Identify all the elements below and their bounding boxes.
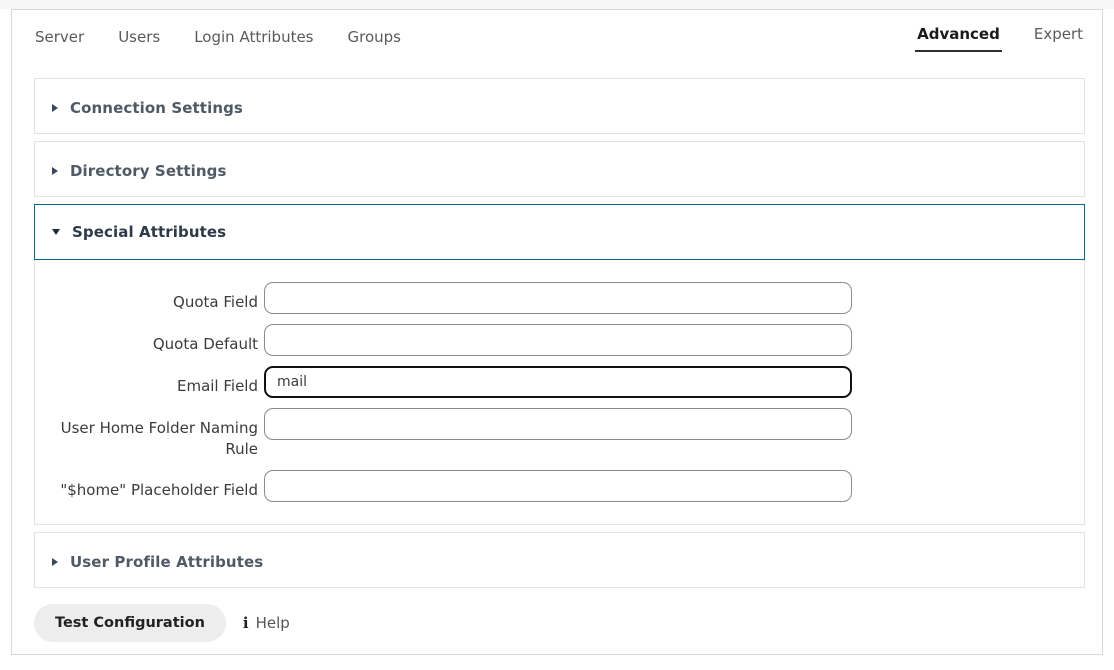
info-icon: i [242,613,249,632]
tab-server[interactable]: Server [35,27,85,46]
section-user-profile-attributes[interactable]: User Profile Attributes [34,532,1085,588]
settings-footer: Test Configuration i Help [34,604,290,642]
section-directory-settings-header[interactable]: Directory Settings [35,142,1084,198]
section-special-attributes-header[interactable]: Special Attributes [35,205,1084,259]
form-row-quota-default: Quota Default [35,324,1084,356]
input-home-placeholder-field[interactable] [264,470,852,502]
label-email-field: Email Field [176,377,258,395]
section-user-profile-attributes-title: User Profile Attributes [70,553,264,571]
input-user-home-folder-naming-rule[interactable] [264,408,852,440]
section-special-attributes[interactable]: Special Attributes [34,204,1085,260]
section-directory-settings[interactable]: Directory Settings [34,141,1085,197]
tab-login-attributes[interactable]: Login Attributes [194,27,314,46]
tab-bar: Server Users Login Attributes Groups Adv… [12,10,1102,63]
chevron-right-icon [52,558,58,566]
mode-tabs: Advanced Expert [885,22,1085,52]
tab-advanced[interactable]: Advanced [915,22,1002,52]
label-user-home-folder-naming-rule: User Home Folder Naming Rule [60,419,258,458]
tab-expert[interactable]: Expert [1033,24,1083,43]
chevron-right-icon [52,167,58,175]
top-strip [0,0,1114,9]
section-connection-settings-title: Connection Settings [70,99,243,117]
label-quota-field: Quota Field [173,293,258,311]
form-row-home-placeholder-field: "$home" Placeholder Field [35,470,1084,502]
special-attributes-form: Quota Field Quota Default Email Field Us… [34,260,1085,525]
section-special-attributes-title: Special Attributes [72,223,227,241]
ldap-settings-container: Server Users Login Attributes Groups Adv… [11,9,1103,655]
test-configuration-button[interactable]: Test Configuration [34,604,226,642]
section-connection-settings[interactable]: Connection Settings [34,78,1085,134]
section-connection-settings-header[interactable]: Connection Settings [35,79,1084,135]
tab-users[interactable]: Users [118,27,161,46]
label-quota-default: Quota Default [152,335,258,353]
form-row-quota-field: Quota Field [35,282,1084,314]
label-home-placeholder-field: "$home" Placeholder Field [60,481,258,499]
help-label: Help [255,614,290,632]
section-directory-settings-title: Directory Settings [70,162,227,180]
help-link[interactable]: i Help [243,614,290,632]
input-quota-default[interactable] [264,324,852,356]
form-row-email-field: Email Field [35,366,1084,398]
form-row-user-home-folder-naming-rule: User Home Folder Naming Rule [35,408,1084,460]
section-user-profile-attributes-header[interactable]: User Profile Attributes [35,533,1084,589]
nav-tabs: Server Users Login Attributes Groups [24,24,424,50]
input-email-field[interactable] [264,366,852,398]
settings-sections: Connection Settings Directory Settings S… [34,78,1085,595]
chevron-down-icon [52,229,60,235]
input-quota-field[interactable] [264,282,852,314]
tab-groups[interactable]: Groups [347,27,401,46]
chevron-right-icon [52,104,58,112]
